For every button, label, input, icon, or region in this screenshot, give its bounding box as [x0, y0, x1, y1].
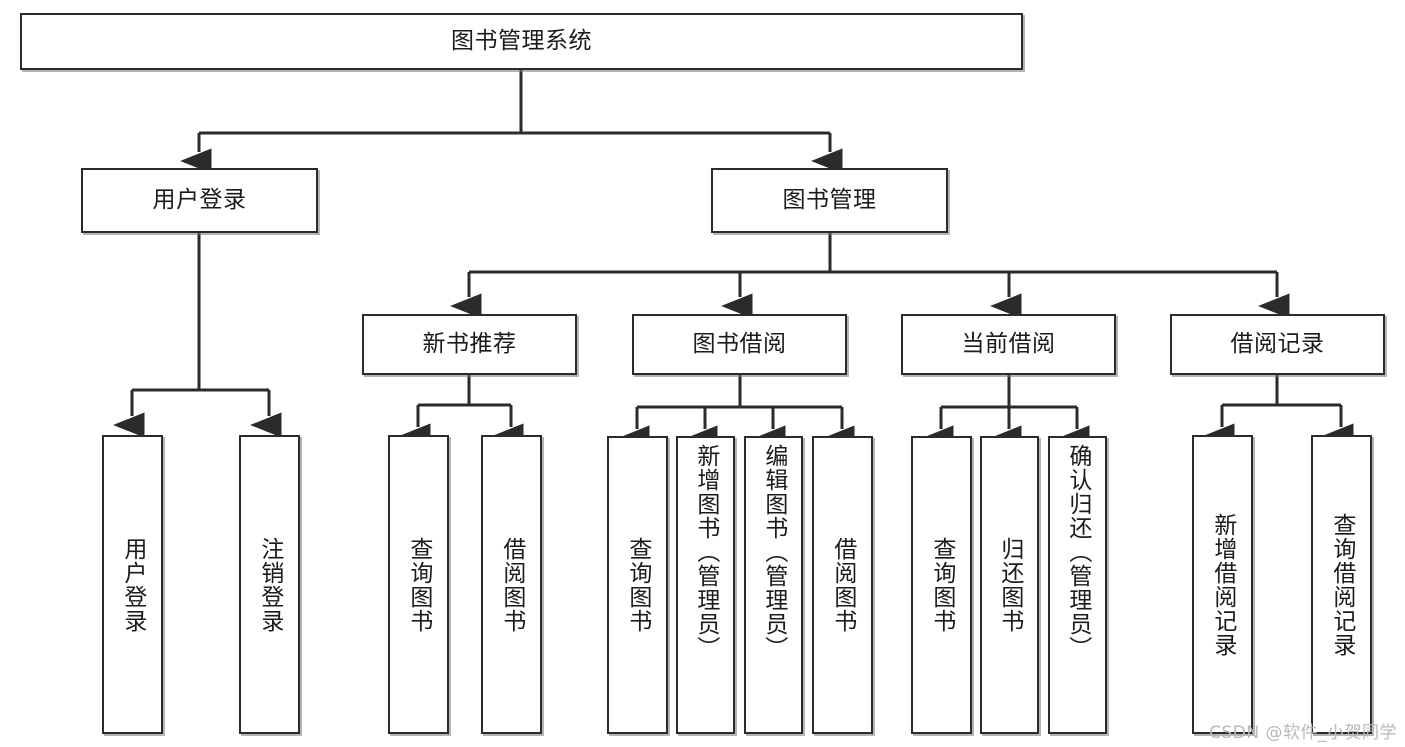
node-book-management[interactable]: 图书管理	[711, 168, 948, 233]
node-user-login-label: 用户登录	[152, 187, 247, 214]
leaf-user-login-logout-label: 注销登录	[256, 536, 283, 633]
leaf-current-borrow-return-book[interactable]: 归还图书	[980, 436, 1039, 734]
leaf-current-borrow-confirm-return-admin-label: 确认归还（管理员）	[1064, 444, 1091, 660]
leaf-book-borrow-borrow-book-label: 借阅图书	[829, 537, 856, 633]
leaf-new-book-borrow-book-label: 借阅图书	[498, 536, 525, 633]
node-borrow-record-label: 借阅记录	[1230, 331, 1325, 358]
edges-bookborrow-to-leaves	[618, 375, 855, 451]
leaf-current-borrow-search-book[interactable]: 查询图书	[911, 436, 972, 734]
leaf-book-borrow-borrow-book[interactable]: 借阅图书	[812, 436, 873, 734]
leaf-current-borrow-confirm-return-admin[interactable]: 确认归还（管理员）	[1048, 436, 1107, 734]
node-borrow-record[interactable]: 借阅记录	[1170, 314, 1385, 375]
leaf-current-borrow-return-book-label: 归还图书	[996, 537, 1023, 633]
node-user-login[interactable]: 用户登录	[81, 168, 318, 233]
node-current-borrow-label: 当前借阅	[961, 331, 1056, 358]
leaf-new-book-search-book-label: 查询图书	[405, 536, 432, 633]
watermark-csdn: CSDN @软件_小贺同学	[1209, 723, 1397, 743]
leaf-borrow-record-add-record-label: 新增借阅记录	[1209, 512, 1236, 657]
node-current-borrow[interactable]: 当前借阅	[901, 314, 1116, 375]
leaf-borrow-record-search-record[interactable]: 查询借阅记录	[1311, 435, 1372, 734]
edges-newbook-to-leaves	[399, 375, 524, 449]
leaf-book-borrow-edit-book-admin[interactable]: 编辑图书（管理员）	[744, 436, 803, 734]
node-book-borrow[interactable]: 图书借阅	[632, 314, 847, 375]
leaf-book-borrow-add-book-admin-label: 新增图书（管理员）	[692, 444, 719, 660]
node-root-label: 图书管理系统	[451, 28, 592, 55]
node-root-book-management-system[interactable]: 图书管理系统	[20, 13, 1023, 70]
leaf-borrow-record-add-record[interactable]: 新增借阅记录	[1192, 435, 1253, 734]
leaf-book-borrow-add-book-admin[interactable]: 新增图书（管理员）	[676, 436, 735, 734]
leaf-book-borrow-edit-book-admin-label: 编辑图书（管理员）	[760, 444, 787, 660]
edges-userlogin-to-leaves	[113, 233, 282, 438]
leaf-user-login-logout[interactable]: 注销登录	[239, 435, 300, 734]
node-book-management-label: 图书管理	[782, 187, 877, 214]
edges-booksmgmt-to-level3	[450, 233, 1290, 319]
node-new-book-recommend-label: 新书推荐	[422, 331, 517, 358]
leaf-current-borrow-search-book-label: 查询图书	[928, 537, 955, 633]
leaf-borrow-record-search-record-label: 查询借阅记录	[1328, 512, 1355, 657]
edges-root-to-level2	[180, 70, 843, 174]
leaf-book-borrow-search-book-label: 查询图书	[624, 537, 651, 633]
edges-currentborrow-to-leaves	[922, 375, 1090, 451]
leaf-user-login-login-label: 用户登录	[119, 536, 146, 633]
leaf-new-book-borrow-book[interactable]: 借阅图书	[481, 435, 542, 734]
edges-borrowrecord-to-leaves	[1203, 375, 1354, 449]
leaf-book-borrow-search-book[interactable]: 查询图书	[607, 436, 668, 734]
leaf-new-book-search-book[interactable]: 查询图书	[388, 435, 449, 734]
node-new-book-recommend[interactable]: 新书推荐	[362, 314, 577, 375]
node-book-borrow-label: 图书借阅	[692, 331, 787, 358]
leaf-user-login-login[interactable]: 用户登录	[102, 435, 163, 734]
